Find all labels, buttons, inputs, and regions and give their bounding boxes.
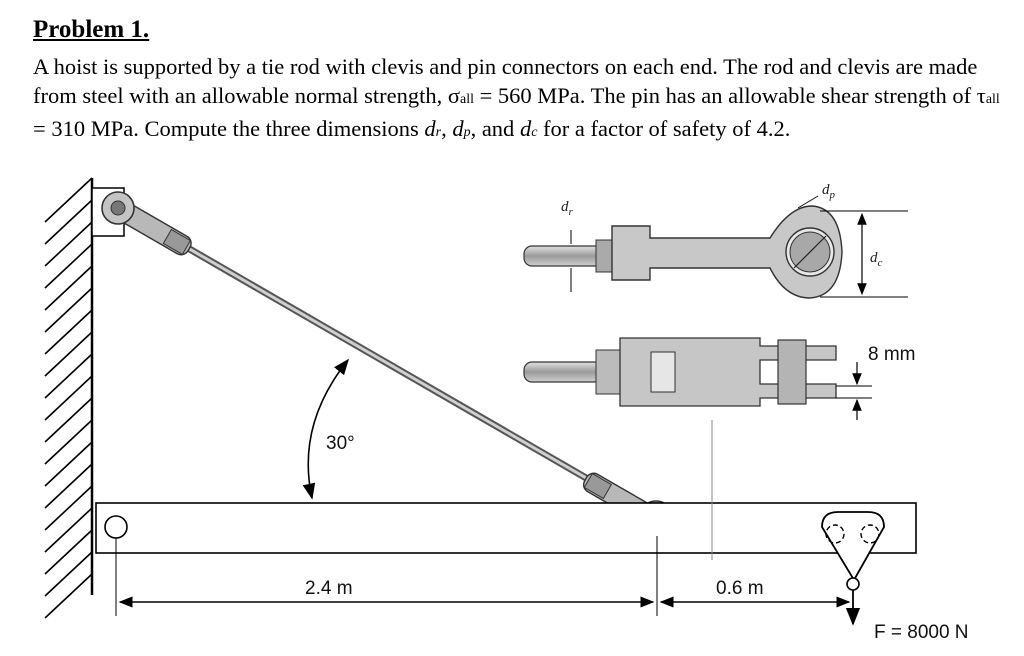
dim-2-4m-label: 2.4 m (305, 578, 353, 599)
dr-label-sub: r (569, 206, 574, 218)
clevis-detail-top: dr dp dc (523, 182, 908, 299)
dc-subscript: c (531, 125, 538, 140)
dr-label-main: d (561, 199, 569, 215)
comma: , (441, 116, 453, 141)
sigma-subscript: all (460, 92, 474, 107)
wall (44, 177, 94, 619)
dc-label-sub: c (878, 257, 883, 269)
tau-symbol: τ (976, 83, 986, 108)
force-label: F = 8000 N (874, 622, 969, 643)
statement-part: A hoist is supported by a tie rod with c… (33, 54, 978, 108)
sigma-value: = 560 MPa. The pin has an allowable shea… (473, 83, 977, 108)
dp-subscript: p (463, 125, 471, 140)
clevis-detail-side: 8 mm (523, 337, 916, 420)
statement-end: for a factor of safety of 4.2. (537, 116, 791, 141)
dr-symbol: d (424, 116, 436, 141)
dp-label: dp (822, 182, 836, 201)
dc-label-main: d (870, 250, 878, 266)
hoist-pulley (821, 511, 885, 626)
and-word: , and (470, 116, 520, 141)
dc-label: dc (870, 250, 883, 269)
dp-label-sub: p (829, 189, 836, 201)
angle-indicator: 30° (302, 358, 355, 500)
dr-subscript: r (435, 125, 442, 140)
dp-symbol: d (452, 116, 464, 141)
thickness-label: 8 mm (868, 344, 916, 365)
problem-heading: Problem 1. (33, 16, 150, 43)
dc-symbol: d (519, 116, 532, 141)
dim-0-6m-label: 0.6 m (716, 578, 764, 599)
beam (95, 502, 917, 554)
dp-label-main: d (822, 182, 830, 198)
angle-label: 30° (326, 433, 355, 454)
dimension-lines: 2.4 m 0.6 m (115, 420, 851, 616)
tau-subscript: all (985, 92, 1000, 107)
tau-value: = 310 MPa. Compute the three dimensions (33, 116, 425, 141)
problem-statement: A hoist is supported by a tie rod with c… (33, 52, 1018, 147)
sigma-symbol: σ (447, 83, 461, 108)
dr-label: dr (561, 199, 574, 218)
